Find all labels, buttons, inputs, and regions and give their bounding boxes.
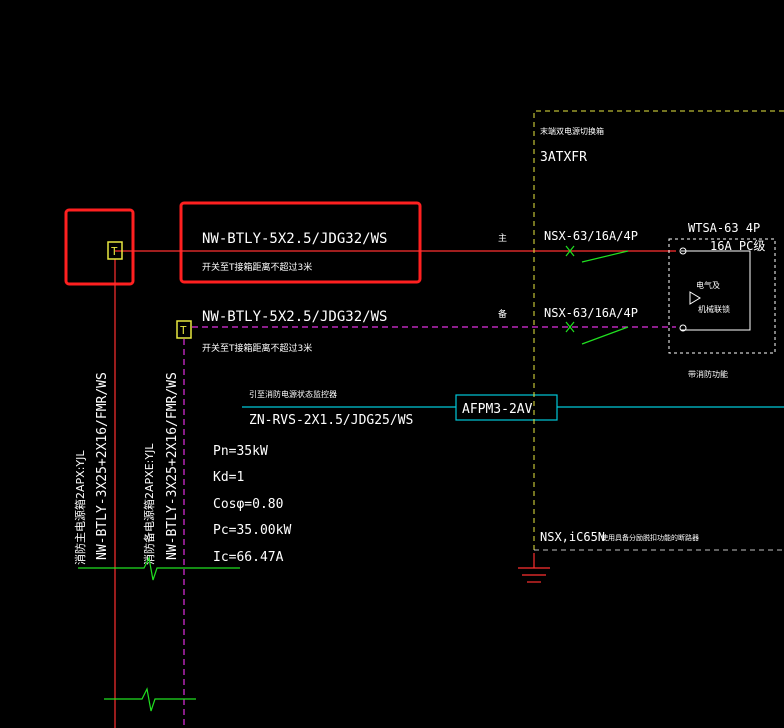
ats-arrow-icon (689, 291, 701, 305)
right-feeder-spec: NW-BTLY-3X25+2X16/FMR/WS (165, 372, 180, 560)
green-bus-upper (78, 556, 240, 581)
ats-model: WTSA-63 4P (688, 221, 760, 235)
load-pc: Pc=35.00kW (213, 523, 291, 538)
right-feeder-tag: 消防备电源箱2APXE:YJL (142, 443, 156, 565)
ats-inner-label-2: 机械联锁 (698, 304, 730, 314)
ats-contact-main (679, 247, 687, 255)
load-pn: Pn=35kW (213, 444, 268, 459)
highlight-box-t-junction[interactable] (64, 208, 135, 286)
highlight-box-cable-label[interactable] (179, 201, 422, 284)
signal-cable-spec: ZN-RVS-2X1.5/JDG25/WS (249, 413, 413, 428)
breaker-backup-symbol[interactable] (565, 321, 629, 345)
ats-outer-box[interactable] (668, 238, 776, 354)
signal-note: 引至消防电源状态监控器 (249, 389, 337, 399)
panel-main-tag: 主 (498, 232, 507, 244)
ground-symbol-icon (518, 553, 550, 583)
left-feeder-tag: 消防主电源箱2APX:YJL (73, 450, 87, 565)
t-junction-backup[interactable] (176, 320, 192, 339)
load-cos: Cosφ=0.80 (213, 497, 283, 512)
load-ic: Ic=66.47A (213, 550, 284, 565)
load-kd: Kd=1 (213, 470, 244, 485)
main-cable-note: 开关至T接箱距离不超过3米 (202, 261, 312, 273)
afpm-module-box[interactable] (455, 394, 558, 421)
ats-rating: 16A PC级 (710, 239, 765, 253)
panel-code: 3ATXFR (540, 150, 587, 165)
ats-inner-label-1: 电气及 (696, 280, 720, 290)
panel-bottom-note-cn: 使用具备分励脱扣功能的断路器 (601, 533, 699, 542)
ats-contact-backup (679, 324, 687, 332)
left-feeder-spec: NW-BTLY-3X25+2X16/FMR/WS (95, 372, 110, 560)
panel-enclosure (533, 110, 784, 565)
green-bus-lower (104, 687, 196, 712)
breaker-main-label: NSX-63/16A/4P (544, 229, 638, 243)
t-junction-backup-label: T (180, 324, 187, 337)
panel-backup-tag: 备 (498, 308, 507, 320)
main-cable-spec: NW-BTLY-5X2.5/JDG32/WS (202, 231, 387, 247)
backup-cable-spec: NW-BTLY-5X2.5/JDG32/WS (202, 309, 387, 325)
ats-inner-shape (681, 250, 751, 331)
breaker-main-symbol[interactable] (565, 245, 629, 263)
backup-cable-note: 开关至T接箱距离不超过3米 (202, 342, 312, 354)
afpm-module-label: AFPM3-2AV (462, 402, 533, 417)
t-junction-main-label: T (111, 245, 118, 258)
t-junction-main[interactable] (107, 241, 123, 260)
panel-bottom-note: NSX,iC65N (540, 530, 605, 544)
ats-caption: 带消防功能 (688, 369, 728, 379)
breaker-backup-label: NSX-63/16A/4P (544, 306, 638, 320)
panel-title: 末端双电源切换箱 (540, 126, 604, 136)
